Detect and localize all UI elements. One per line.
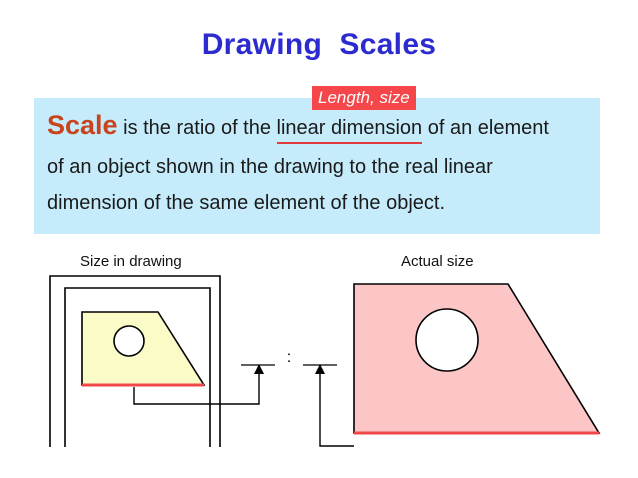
length-size-tag: Length, size bbox=[312, 86, 416, 110]
definition-box: Scale is the ratio of the linear dimensi… bbox=[34, 98, 600, 234]
definition-line-3: dimension of the same element of the obj… bbox=[47, 192, 446, 214]
definition-text-a: is the ratio of the bbox=[117, 117, 277, 139]
actual-size-caption: Actual size bbox=[401, 253, 474, 270]
small-circle-hole bbox=[113, 325, 145, 357]
large-circle-hole bbox=[415, 308, 479, 372]
definition-line-1: Scale is the ratio of the linear dimensi… bbox=[47, 110, 549, 141]
right-leader-line bbox=[319, 372, 354, 447]
scale-term: Scale bbox=[47, 110, 118, 140]
ratio-colon: : bbox=[287, 349, 291, 366]
size-in-drawing-caption: Size in drawing bbox=[80, 253, 182, 270]
left-arrow-head bbox=[254, 364, 264, 374]
drawing-sheet-frame bbox=[49, 275, 221, 447]
right-arrow-head bbox=[315, 364, 325, 374]
definition-text-b: of an element bbox=[422, 117, 549, 139]
large-trapezoid-shape bbox=[353, 283, 601, 434]
definition-line-2: of an object shown in the drawing to the… bbox=[47, 156, 493, 178]
left-leader-line bbox=[133, 372, 260, 405]
small-trapezoid-shape bbox=[81, 311, 206, 386]
page-title: Drawing Scales bbox=[201, 28, 437, 61]
linear-dimension-term: linear dimension bbox=[276, 117, 423, 139]
